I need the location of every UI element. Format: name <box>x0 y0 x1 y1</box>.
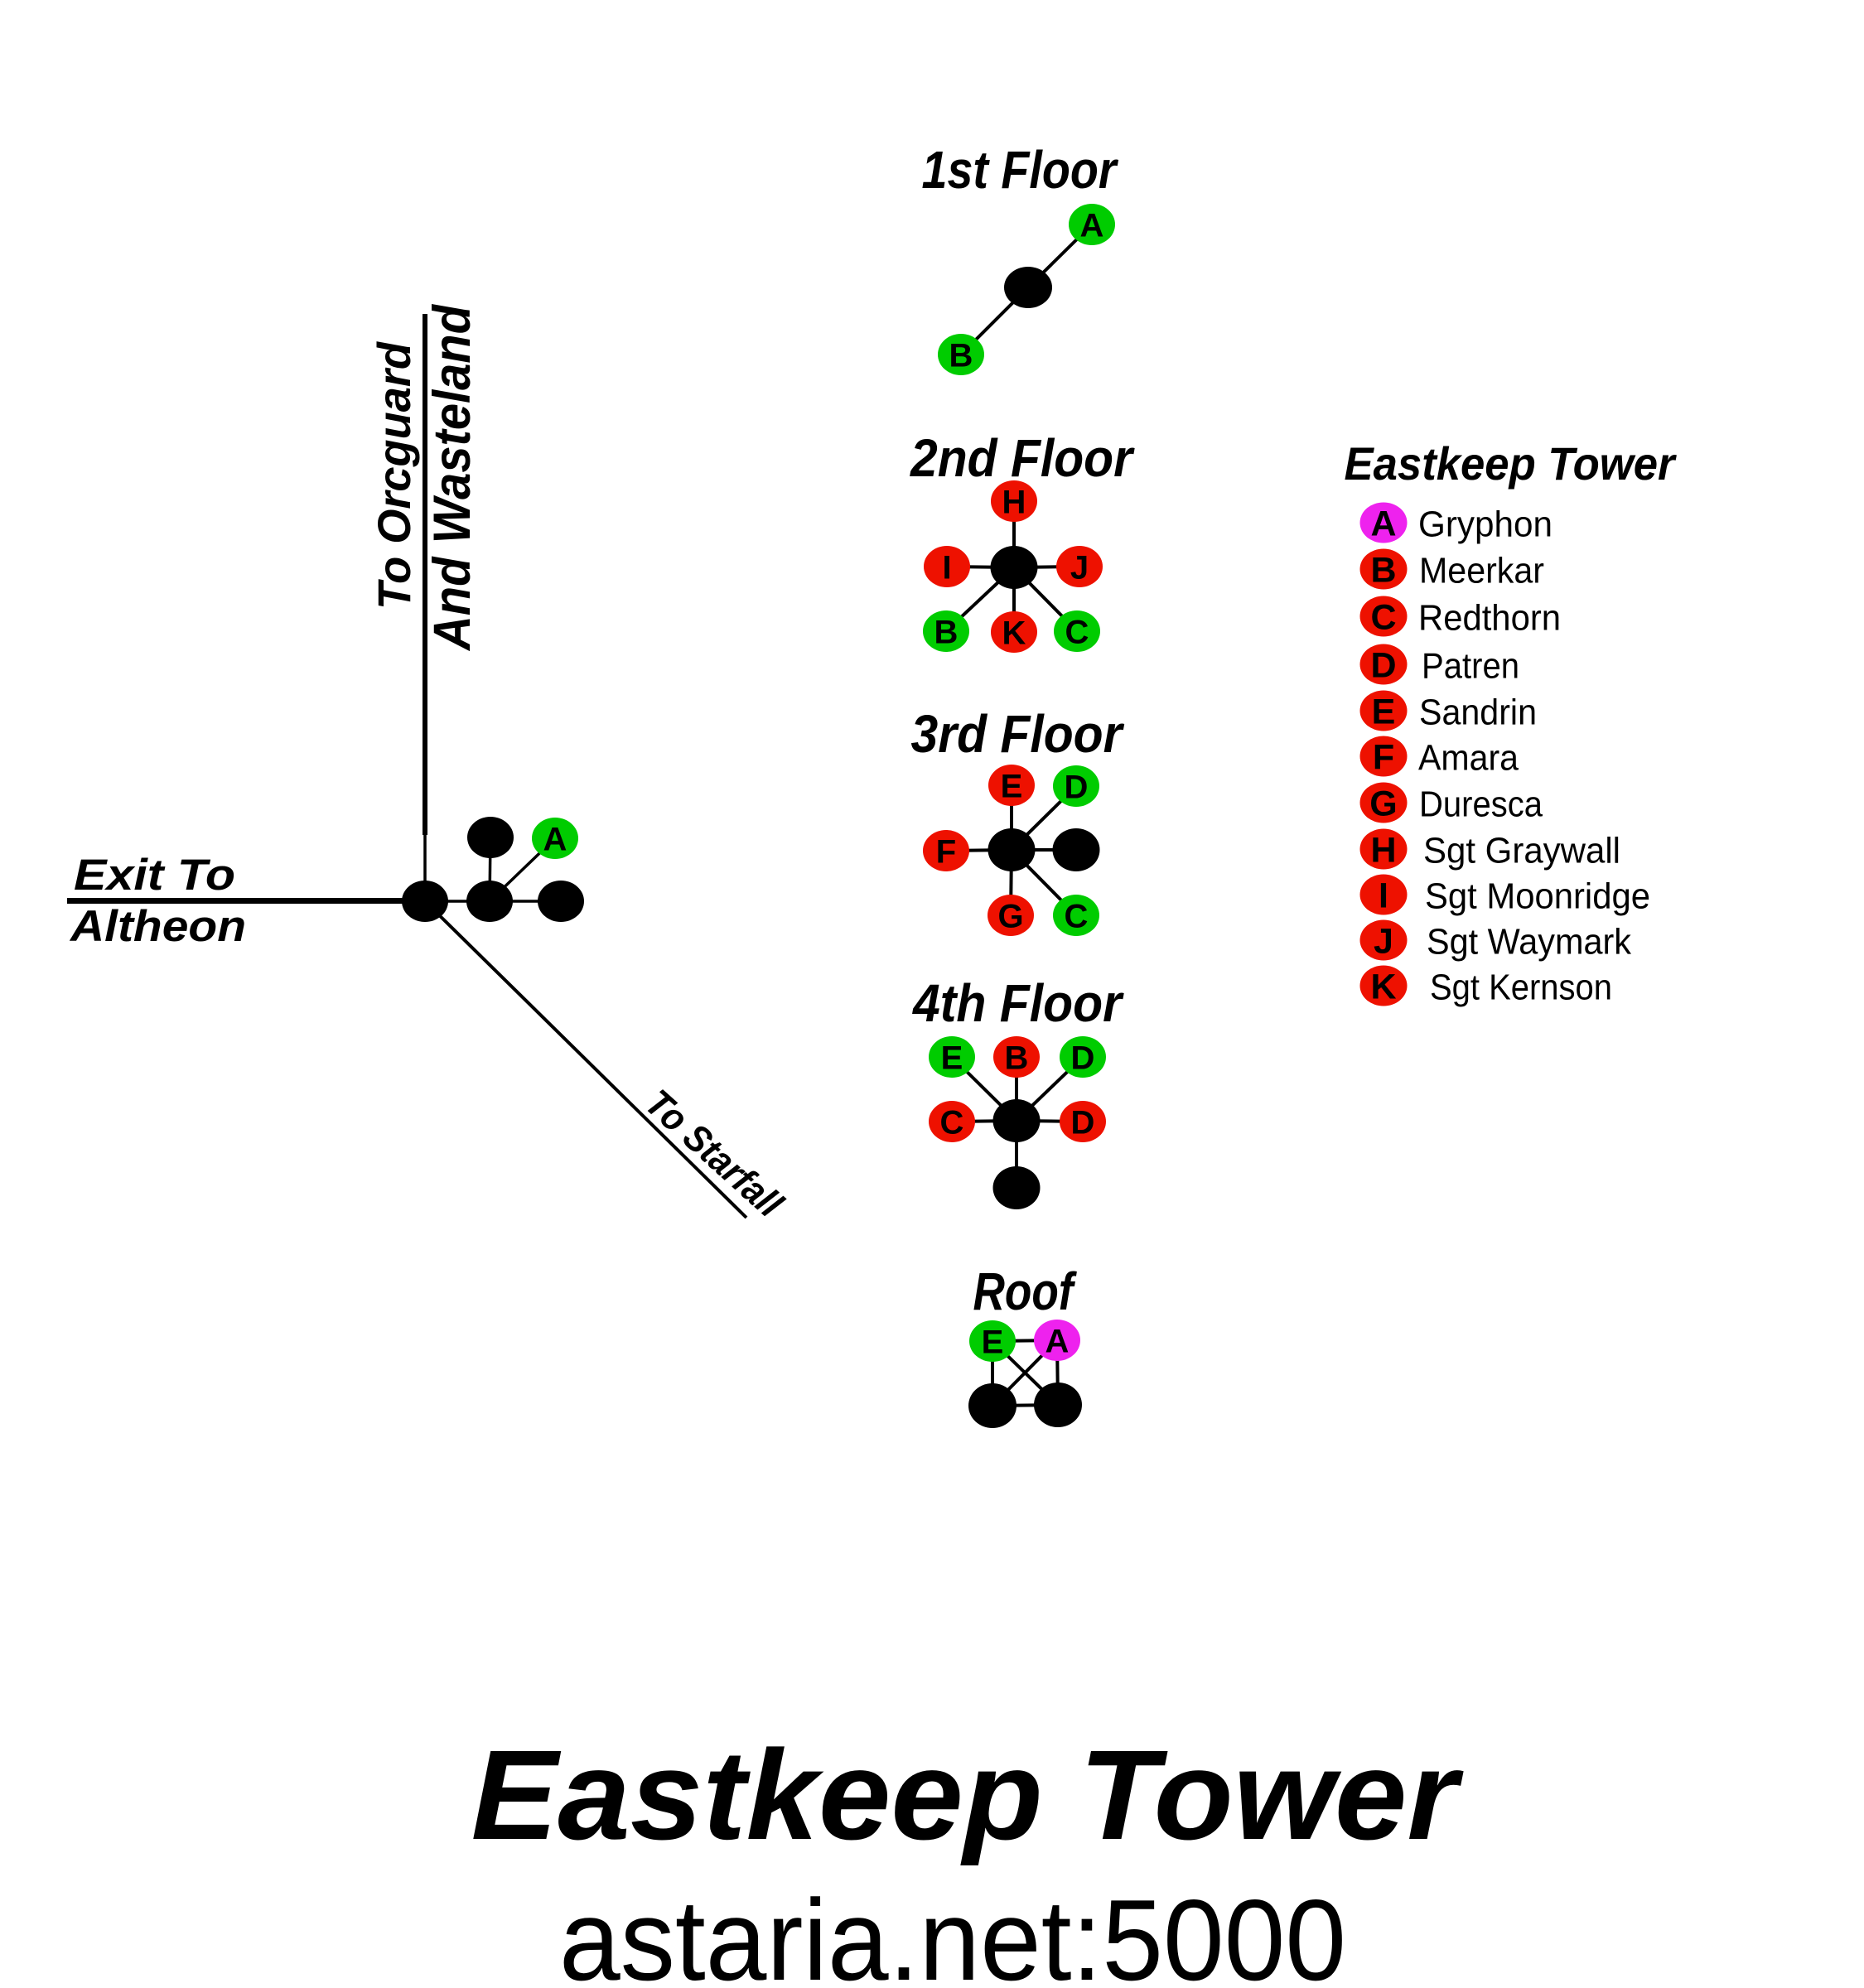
svg-text:1st Floor: 1st Floor <box>922 140 1119 200</box>
svg-text:K: K <box>1002 615 1026 652</box>
svg-text:D: D <box>1071 1105 1095 1141</box>
svg-text:Exit To: Exit To <box>74 851 235 900</box>
svg-text:Eastkeep Tower: Eastkeep Tower <box>471 1724 1464 1866</box>
svg-text:A: A <box>1080 208 1104 244</box>
svg-text:J: J <box>1070 550 1089 586</box>
svg-text:astaria.net:5000: astaria.net:5000 <box>559 1876 1346 1988</box>
svg-text:C: C <box>940 1105 964 1141</box>
svg-text:G: G <box>1369 784 1397 824</box>
svg-text:Meerkar: Meerkar <box>1419 550 1544 591</box>
svg-text:B: B <box>934 615 959 651</box>
svg-text:Sgt Kernson: Sgt Kernson <box>1430 967 1612 1007</box>
svg-text:F: F <box>1373 738 1394 778</box>
svg-text:Duresca: Duresca <box>1419 784 1543 824</box>
svg-text:F: F <box>936 834 956 871</box>
svg-text:Amara: Amara <box>1418 737 1519 778</box>
svg-text:J: J <box>1374 922 1393 962</box>
svg-text:K: K <box>1370 967 1396 1007</box>
svg-text:D: D <box>1065 770 1089 806</box>
svg-text:D: D <box>1071 1040 1095 1077</box>
svg-text:Sgt Graywall: Sgt Graywall <box>1423 830 1620 871</box>
svg-text:Gryphon: Gryphon <box>1418 504 1553 544</box>
svg-text:4th Floor: 4th Floor <box>911 973 1124 1033</box>
svg-text:E: E <box>941 1040 963 1077</box>
svg-text:Sgt Waymark: Sgt Waymark <box>1427 921 1632 962</box>
svg-text:To Orcguard: To Orcguard <box>368 340 420 610</box>
svg-text:Roof: Roof <box>973 1262 1078 1321</box>
svg-text:Altheon: Altheon <box>69 902 246 951</box>
svg-text:D: D <box>1370 646 1396 686</box>
svg-text:C: C <box>1065 615 1089 651</box>
svg-text:A: A <box>543 822 567 858</box>
svg-text:G: G <box>997 899 1023 935</box>
svg-text:H: H <box>1002 485 1026 521</box>
svg-text:I: I <box>1379 876 1388 916</box>
svg-text:2nd Floor: 2nd Floor <box>910 428 1135 488</box>
svg-text:B: B <box>949 338 973 374</box>
svg-text:E: E <box>982 1325 1004 1361</box>
svg-text:Patren: Patren <box>1422 645 1519 686</box>
svg-text:E: E <box>1001 769 1023 805</box>
svg-text:A: A <box>1045 1324 1070 1360</box>
svg-text:Sgt Moonridge: Sgt Moonridge <box>1425 876 1650 916</box>
svg-text:And Wasteland: And Wasteland <box>423 304 481 652</box>
svg-text:C: C <box>1065 899 1089 935</box>
svg-text:B: B <box>1005 1040 1029 1077</box>
svg-text:A: A <box>1370 504 1396 544</box>
svg-text:3rd Floor: 3rd Floor <box>911 704 1125 764</box>
svg-text:Eastkeep Tower: Eastkeep Tower <box>1345 437 1678 490</box>
svg-text:C: C <box>1370 598 1396 638</box>
svg-text:I: I <box>942 550 951 586</box>
svg-text:B: B <box>1370 551 1396 591</box>
svg-text:Redthorn: Redthorn <box>1418 597 1561 638</box>
svg-text:Sandrin: Sandrin <box>1419 692 1537 732</box>
svg-text:H: H <box>1370 831 1396 871</box>
svg-text:E: E <box>1372 692 1396 732</box>
